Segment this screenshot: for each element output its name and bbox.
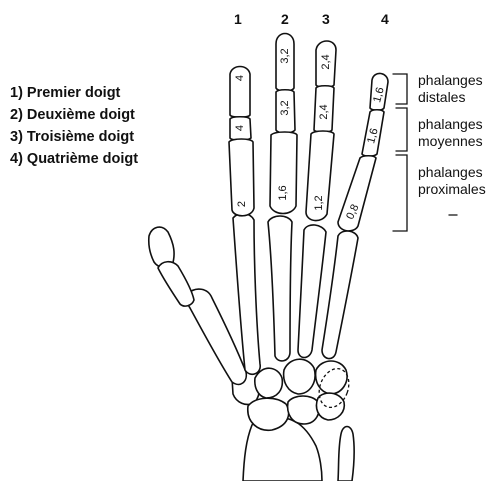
finger-number-2: 2 [281, 12, 289, 26]
region-proximal-line-2: proximales [418, 181, 486, 198]
finger-legend: 1) Premier doigt 2) Deuxième doigt 3) Tr… [10, 82, 138, 170]
finger-1-distal [230, 67, 250, 118]
finger-number-1: 1 [234, 12, 242, 26]
f3-proximal-label: 1,2 [313, 195, 325, 210]
region-label-proximal: phalanges proximales [418, 164, 486, 198]
region-label-distal: phalanges distales [418, 72, 483, 106]
finger-number-3: 3 [322, 12, 330, 26]
metacarpal-bones [186, 214, 358, 385]
finger-1-phalanges [229, 67, 254, 216]
middle-bracket [396, 108, 407, 151]
metacarpal-5 [322, 231, 358, 359]
f1-distal-label: 4 [234, 75, 246, 81]
f1-proximal-label: 2 [236, 201, 248, 207]
f1-middle-label: 4 [234, 125, 246, 131]
distal-bracket [393, 74, 407, 104]
region-middle-line-2: moyennes [418, 133, 483, 150]
region-proximal-line-1: phalanges [418, 164, 486, 181]
metacarpal-4 [298, 225, 326, 358]
f2-distal-label: 3,2 [279, 48, 291, 63]
legend-item-2: 2) Deuxième doigt [10, 104, 138, 126]
f3-distal-label: 2,4 [320, 54, 332, 69]
capitate [284, 359, 315, 394]
region-distal-line-1: phalanges [418, 72, 483, 89]
finger-4-proximal [338, 156, 376, 231]
metacarpal-3 [268, 216, 292, 361]
scaphoid [248, 398, 289, 430]
thumb-phalanges [149, 227, 194, 306]
legend-item-3: 3) Troisième doigt [10, 126, 138, 148]
triquetrum [316, 393, 344, 420]
region-middle-line-1: phalanges [418, 116, 483, 133]
legend-item-4: 4) Quatrième doigt [10, 148, 138, 170]
ulna [338, 427, 354, 481]
hamate [316, 361, 347, 394]
lunate [288, 396, 320, 424]
region-label-middle: phalanges moyennes [418, 116, 483, 150]
f2-middle-label: 3,2 [279, 100, 291, 115]
proximal-bracket [393, 155, 407, 231]
f3-middle-label: 2,4 [318, 104, 330, 119]
region-distal-line-2: distales [418, 89, 483, 106]
legend-item-1: 1) Premier doigt [10, 82, 138, 104]
f2-proximal-label: 1,6 [277, 185, 289, 200]
thumb-proximal [158, 262, 194, 306]
trapezoid [255, 368, 283, 398]
finger-number-4: 4 [381, 12, 389, 26]
metacarpal-1 [186, 289, 246, 384]
